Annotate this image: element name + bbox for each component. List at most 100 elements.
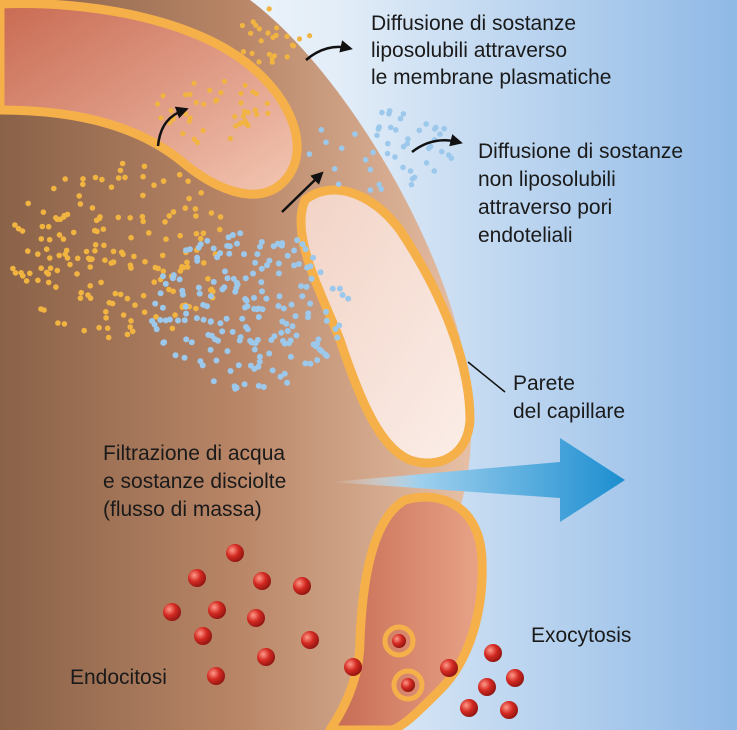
- water-particle: [284, 379, 291, 386]
- water-particle: [269, 367, 276, 374]
- water-particle: [437, 131, 443, 137]
- lipid-particle: [254, 111, 260, 118]
- water-particle: [152, 300, 159, 307]
- water-particle: [275, 260, 282, 267]
- lipid-particle: [253, 91, 259, 97]
- water-particle: [266, 257, 273, 264]
- water-particle: [446, 152, 452, 158]
- water-particle: [423, 160, 430, 166]
- water-particle: [260, 384, 267, 390]
- lipid-particle: [131, 253, 137, 260]
- lipid-particle: [221, 78, 227, 84]
- lipid-particle: [284, 54, 290, 60]
- lipid-particle: [35, 277, 41, 284]
- lipid-particle: [271, 53, 277, 59]
- water-particle: [210, 278, 217, 285]
- lipid-particle: [265, 30, 271, 36]
- water-particle: [331, 166, 338, 172]
- lipid-particle: [162, 219, 168, 225]
- lipid-particle: [160, 178, 167, 184]
- water-particle: [323, 353, 330, 359]
- lipid-particle: [92, 242, 99, 248]
- water-particle: [266, 350, 273, 357]
- lipid-particle: [169, 325, 176, 332]
- lipid-particle: [240, 49, 247, 55]
- vesicle-particle: [247, 609, 265, 627]
- lipid-particle: [108, 260, 114, 266]
- lipid-particle: [140, 218, 146, 225]
- water-particle: [176, 276, 183, 283]
- water-particle: [234, 240, 240, 247]
- lipid-particle: [105, 334, 112, 341]
- water-particle: [241, 381, 248, 388]
- water-particle: [370, 149, 376, 156]
- lipid-particle: [92, 174, 99, 181]
- water-particle: [393, 127, 399, 133]
- water-particle: [438, 148, 445, 155]
- lipid-particle: [97, 214, 103, 220]
- lipid-particle: [290, 43, 297, 49]
- water-particle: [367, 166, 374, 173]
- lipid-particle: [124, 331, 131, 338]
- lipid-particle: [296, 36, 303, 42]
- water-particle: [219, 286, 226, 293]
- lipid-particle: [56, 252, 62, 259]
- water-particle: [345, 295, 352, 302]
- lipid-particle: [70, 229, 77, 236]
- pore-diffusion-arrow: [281, 171, 324, 213]
- water-particle: [160, 339, 167, 346]
- lipid-particle: [103, 315, 109, 321]
- lipid-particle: [127, 324, 133, 330]
- water-particle: [204, 237, 211, 244]
- water-particle: [408, 181, 415, 188]
- water-particle: [270, 243, 277, 250]
- lipid-particle: [250, 19, 256, 25]
- water-particle: [281, 370, 288, 377]
- water-particle: [284, 328, 291, 334]
- water-particle: [214, 254, 221, 261]
- water-particle: [278, 329, 285, 336]
- vesicle-particle: [301, 631, 319, 649]
- water-particle: [213, 357, 220, 364]
- filtration-label: Filtrazione di acqua e sostanze disciolt…: [103, 442, 292, 521]
- water-particle: [182, 303, 189, 310]
- water-particle: [400, 143, 407, 150]
- lipid-particle: [80, 181, 86, 188]
- lipid-particle: [166, 213, 173, 219]
- water-particle: [223, 315, 230, 322]
- lipid-particle: [151, 182, 157, 188]
- lipid-particle: [201, 101, 207, 107]
- water-particle: [210, 245, 217, 252]
- lipid-particle: [108, 184, 115, 190]
- lipid-soluble-particles: [10, 6, 313, 341]
- lipid-particle: [252, 107, 258, 113]
- lipid-particle: [87, 256, 93, 263]
- lipid-particle: [240, 113, 247, 119]
- lipid-particle: [128, 318, 134, 324]
- water-particle: [276, 293, 283, 300]
- water-particle: [352, 131, 358, 137]
- lipid-particle: [43, 246, 50, 252]
- lipid-particle: [151, 279, 157, 285]
- lipid-particle: [80, 176, 86, 182]
- water-particle: [284, 252, 291, 259]
- vesicle-particle: [207, 667, 225, 685]
- lipid-particle: [25, 200, 32, 207]
- water-particle: [258, 279, 265, 286]
- lipid-particle: [248, 30, 254, 36]
- water-particle: [400, 111, 407, 117]
- lipid-particle: [242, 108, 248, 115]
- water-particle: [259, 306, 266, 313]
- lipid-particle: [61, 321, 68, 327]
- lipid-particle: [258, 38, 264, 44]
- lipid-particle: [184, 264, 191, 270]
- lipid-particle: [193, 99, 199, 106]
- lipid-particle: [87, 264, 93, 270]
- water-particle: [236, 337, 243, 344]
- lipid-particle: [153, 314, 159, 320]
- lipid-particle: [112, 290, 119, 297]
- lipid-particle: [20, 273, 26, 279]
- lipid-particle: [208, 286, 215, 293]
- capillary-wall-label: Parete del capillare: [513, 372, 625, 423]
- water-particle: [256, 358, 263, 365]
